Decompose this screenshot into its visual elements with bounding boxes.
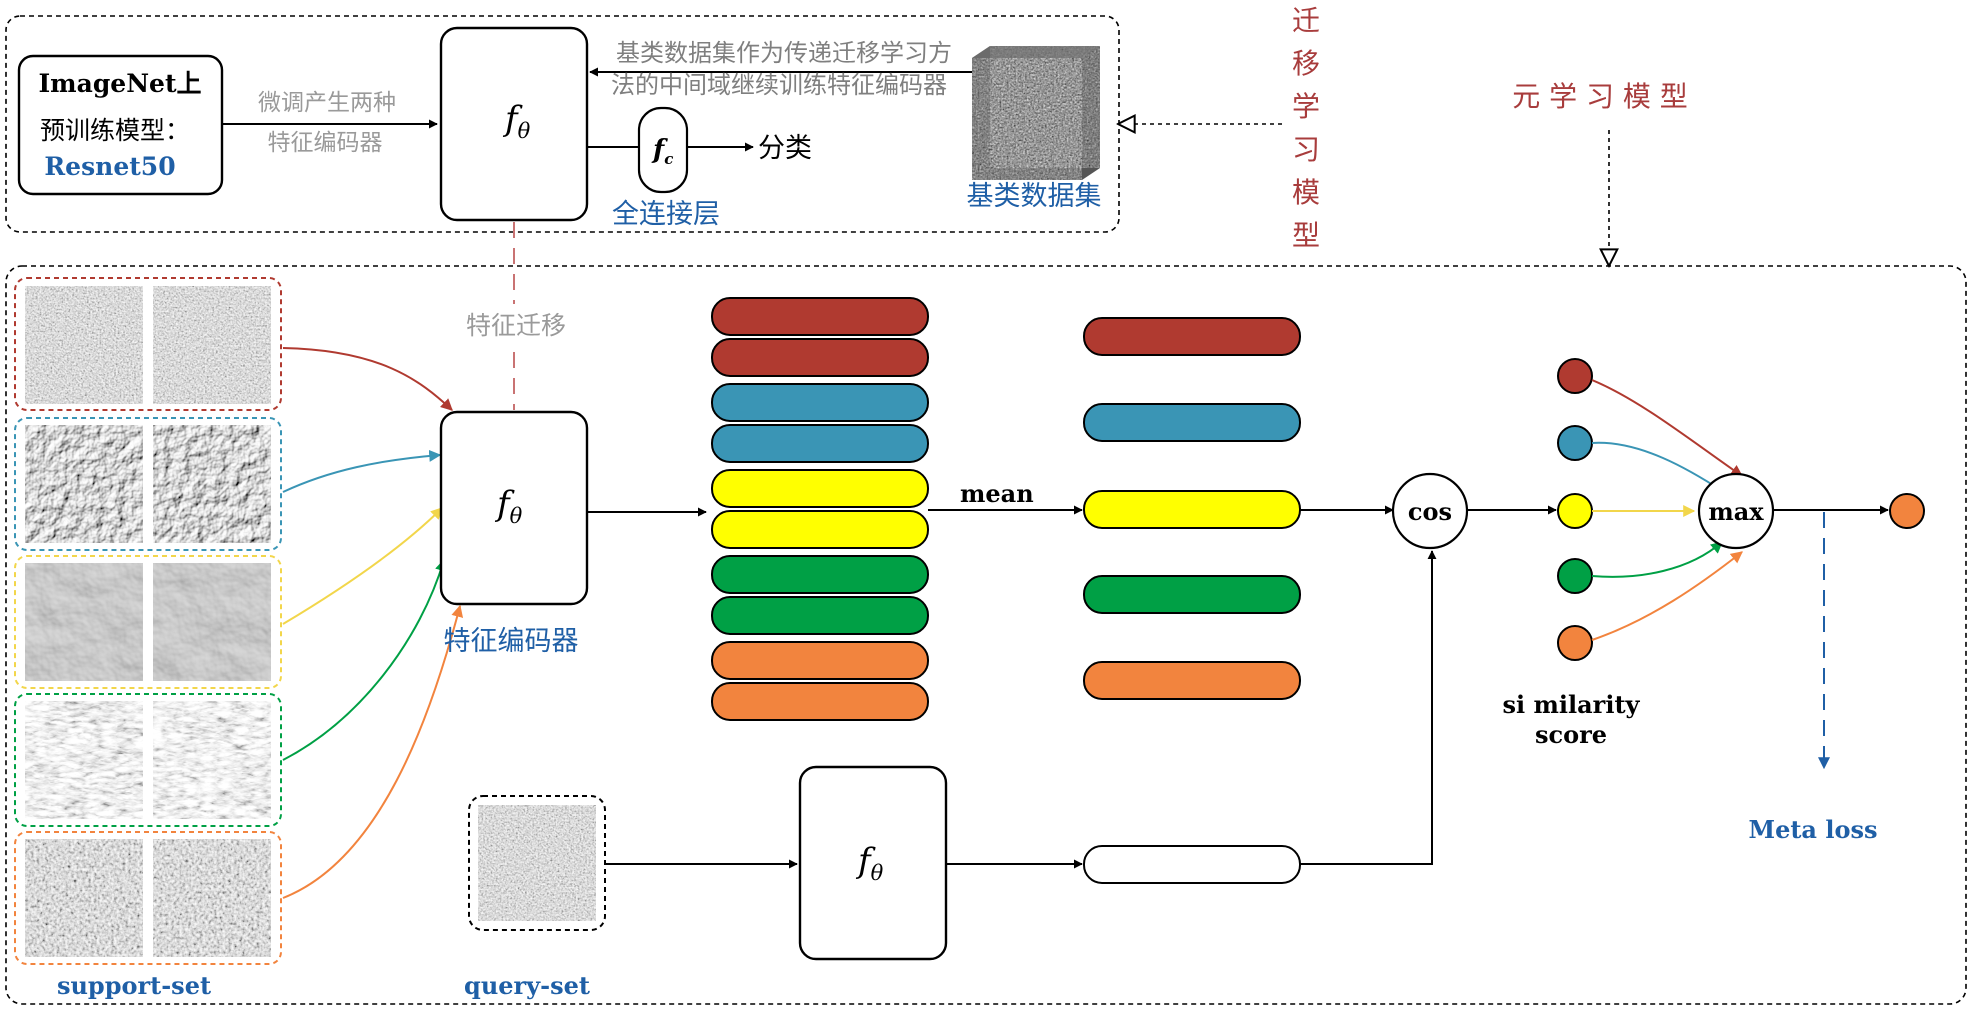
mean-label: mean — [960, 479, 1034, 508]
meta-panel-border — [5, 265, 1967, 1005]
transfer-title: 迁 移 学 习 模 型 — [1292, 4, 1320, 252]
max-label: max — [1708, 497, 1764, 526]
transfer-title-char-3: 习 — [1292, 133, 1320, 166]
feature-bar-orange — [711, 641, 929, 680]
support-arrow-yellow — [282, 507, 443, 625]
support-arrow-orange — [282, 604, 464, 899]
pretrain-line1: ImageNet上 — [38, 69, 201, 98]
encoder-label: 特征编码器 — [444, 626, 579, 657]
base-dataset-label: 基类数据集 — [967, 181, 1102, 212]
encoder-top — [439, 26, 589, 222]
score-green — [1557, 558, 1593, 594]
support-image — [153, 286, 271, 404]
support-image — [153, 563, 271, 681]
meta-loss-label: Meta loss — [1749, 815, 1878, 844]
finetune-label-line1: 微调产生两种 — [258, 90, 396, 116]
prototype-bar-green — [1083, 575, 1301, 614]
similarity-label-line1: si milarity — [1503, 690, 1641, 719]
support-image — [153, 839, 271, 957]
feature-bar-blue — [711, 383, 929, 422]
finetune-label-line2: 特征编码器 — [268, 130, 383, 156]
support-image — [153, 425, 271, 543]
support-set-label: support-set — [57, 971, 211, 1000]
feature-bar-red — [711, 297, 929, 336]
base-note-line2: 法的中间域继续训练特征编码器 — [611, 71, 947, 99]
support-arrow-blue — [282, 449, 442, 493]
classify-label: 分类 — [758, 133, 812, 164]
query-image — [478, 805, 596, 921]
query-feature-bar — [1083, 845, 1301, 884]
transfer-title-char-1: 移 — [1292, 47, 1320, 80]
feature-bar-green — [711, 596, 929, 635]
encoder-main — [439, 410, 589, 606]
support-group-blue — [14, 417, 282, 551]
output-node — [1889, 493, 1925, 529]
support-image — [25, 563, 143, 681]
fc-box — [637, 106, 689, 194]
feature-bar-yellow — [711, 469, 929, 508]
prototype-bar-red — [1083, 317, 1301, 356]
support-group-green — [14, 693, 282, 827]
support-image — [25, 839, 143, 957]
score-red — [1557, 358, 1593, 394]
similarity-label-line2: score — [1535, 720, 1607, 749]
prototype-features — [1083, 317, 1301, 700]
support-image — [25, 286, 143, 404]
score-blue — [1557, 425, 1593, 461]
prototype-bar-orange — [1083, 661, 1301, 700]
score-yellow — [1557, 493, 1593, 529]
query-to-cos-arrow — [1300, 550, 1437, 865]
support-image — [25, 425, 143, 543]
feature-bar-yellow — [711, 510, 929, 549]
support-image — [25, 701, 143, 819]
query-set-label: query-set — [464, 971, 590, 1000]
pretrain-line3: Resnet50 — [44, 152, 175, 181]
support-features — [711, 297, 929, 721]
score-arrow-green — [1591, 541, 1723, 578]
base-note-line1: 基类数据集作为传递迁移学习方 — [616, 39, 952, 67]
feature-bar-green — [711, 555, 929, 594]
feature-bar-red — [711, 338, 929, 377]
support-image — [153, 701, 271, 819]
support-group-red — [14, 277, 282, 411]
prototype-bar-blue — [1083, 403, 1301, 442]
score-orange — [1557, 625, 1593, 661]
fc-label: 全连接层 — [612, 199, 720, 230]
cos-label: cos — [1408, 497, 1452, 526]
feature-bar-blue — [711, 424, 929, 463]
score-arrow-red — [1591, 379, 1743, 477]
meta-title: 元 学 习 模 型 — [1512, 80, 1688, 113]
feature-bar-orange — [711, 682, 929, 721]
score-arrow-orange — [1591, 551, 1743, 641]
fc-symbol: fc — [651, 135, 673, 168]
prototype-bar-yellow — [1083, 490, 1301, 529]
feature-transfer-label: 特征迁移 — [466, 311, 566, 340]
transfer-title-char-5: 型 — [1292, 219, 1320, 252]
support-arrow-green — [282, 558, 447, 761]
support-group-orange — [14, 831, 282, 965]
transfer-title-char-2: 学 — [1292, 90, 1320, 123]
support-arrow-red — [282, 347, 453, 411]
support-group-yellow — [14, 555, 282, 689]
transfer-title-char-4: 模 — [1292, 176, 1320, 209]
pretrain-line2: 预训练模型： — [40, 116, 190, 145]
transfer-title-char-0: 迁 — [1292, 4, 1320, 37]
base-dataset-cube — [972, 46, 1100, 180]
